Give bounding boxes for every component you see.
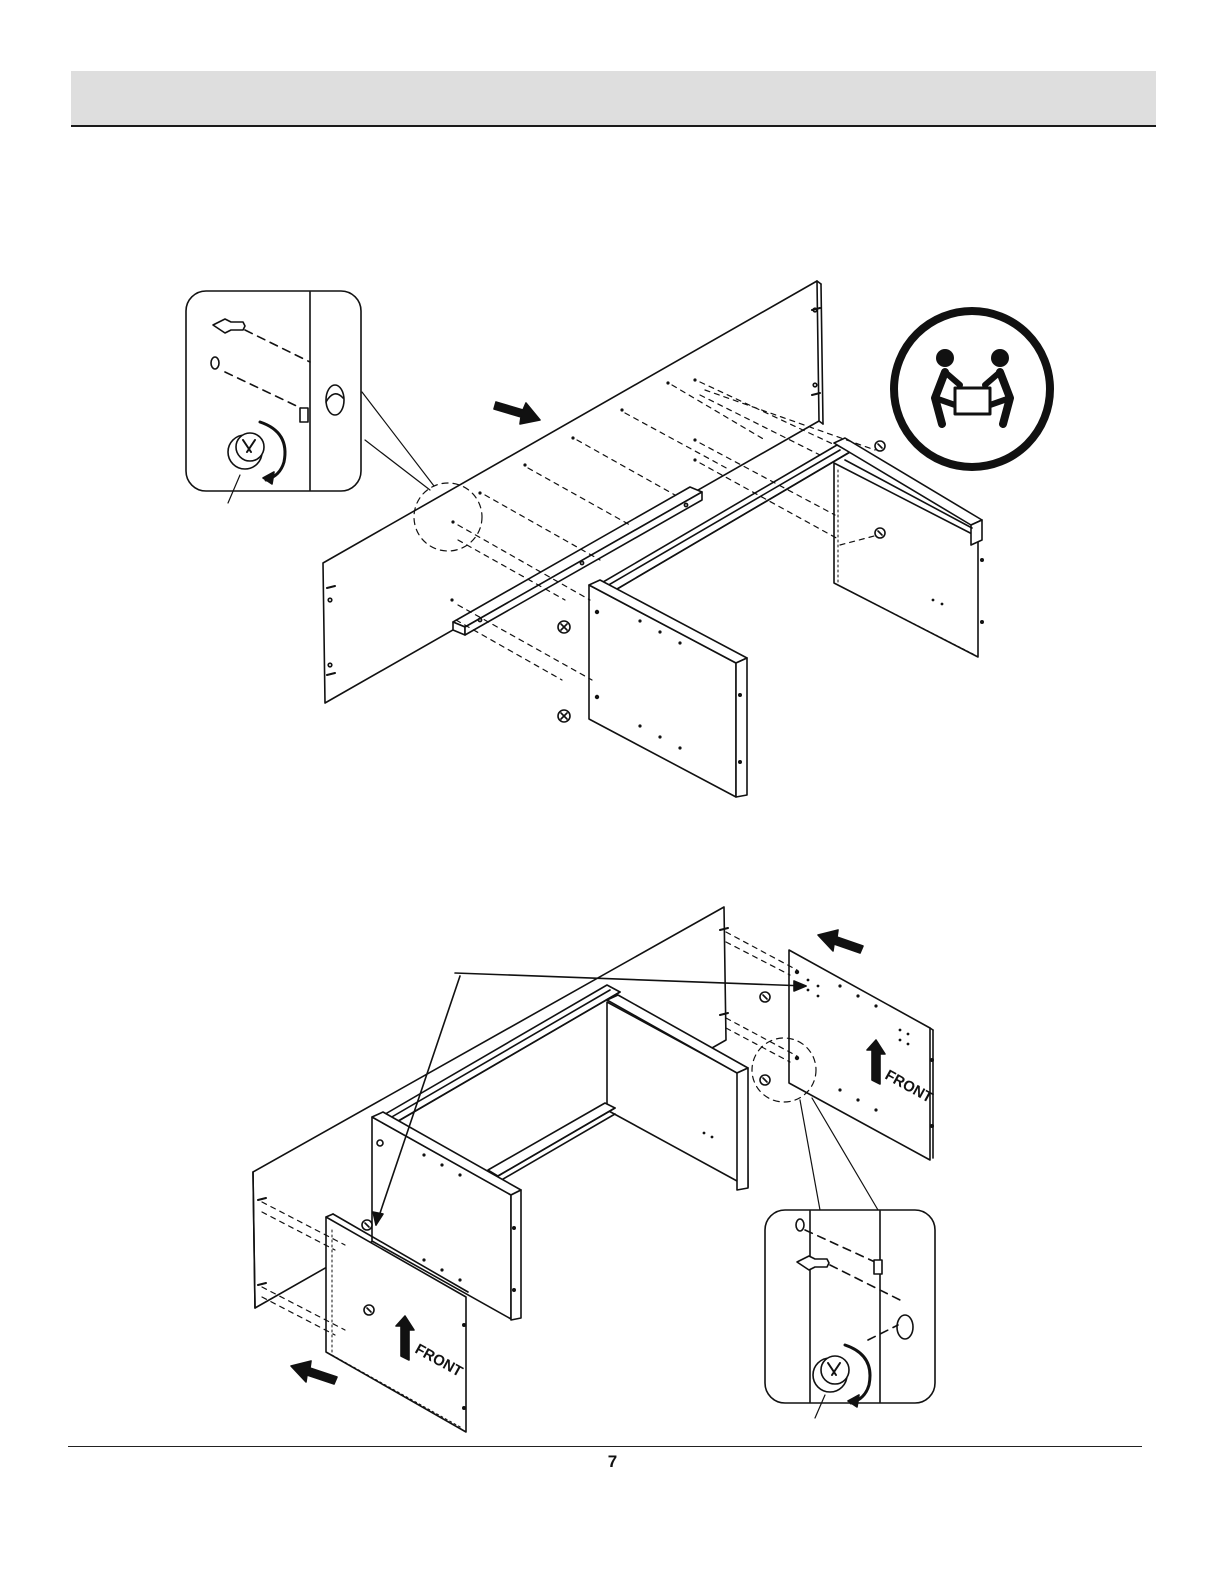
two-person-lift-icon xyxy=(894,311,1050,467)
direction-arrow-top xyxy=(494,402,540,424)
direction-arrow-bottom-left xyxy=(291,1361,337,1384)
bottom-assembly-figure: FRONT FRONT xyxy=(253,907,935,1432)
top-assembly-figure xyxy=(186,281,1050,797)
right-side-panel xyxy=(834,438,984,657)
page-number: 7 xyxy=(0,1452,1225,1472)
back-panel xyxy=(323,281,823,703)
direction-arrow-bottom-right xyxy=(818,930,863,953)
end-panel-right: FRONT xyxy=(789,950,935,1160)
footer-rule xyxy=(68,1446,1142,1447)
left-side-panel xyxy=(589,580,747,797)
detail-callout-bottom xyxy=(765,1210,935,1407)
detail-callout-top xyxy=(186,291,361,491)
